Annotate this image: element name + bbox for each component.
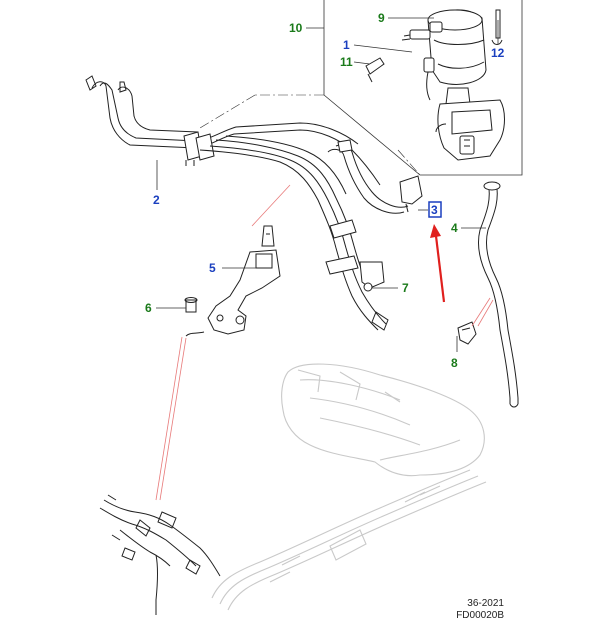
- vent-hose-item-4: [477, 181, 519, 408]
- red-leader-lines: [155, 184, 494, 501]
- footer-date: 36-2021: [467, 598, 504, 609]
- fuel-line-harness: [85, 75, 389, 331]
- fuel-hose-item-3: [327, 139, 423, 214]
- nut-item-7: [363, 282, 373, 292]
- inset-frame: [323, 0, 523, 176]
- callout-7: 7: [402, 281, 409, 295]
- red-arrow: [430, 224, 446, 303]
- fuel-tank-ghost: [281, 363, 485, 477]
- callout-9: 9: [378, 11, 385, 25]
- footer-code: FD00020B: [456, 610, 504, 621]
- callout-4: 4: [451, 221, 458, 235]
- fuel-filter-assembly: [365, 9, 505, 161]
- callout-3: 3: [431, 203, 438, 217]
- callout-2: 2: [153, 193, 160, 207]
- callout-8: 8: [451, 356, 458, 370]
- bracket-item-5: [185, 225, 281, 337]
- callout-11: 11: [340, 55, 353, 69]
- callout-1: 1: [343, 38, 350, 52]
- callout-10: 10: [289, 21, 303, 35]
- callout-6: 6: [145, 301, 152, 315]
- reference-lines: [199, 94, 421, 176]
- callout-12: 12: [491, 46, 505, 60]
- callout-3-highlight-box: [428, 201, 442, 218]
- clip-item-8: [457, 321, 477, 345]
- bolt-item-6: [184, 297, 198, 313]
- callout-5: 5: [209, 261, 216, 275]
- callout-leaders: [156, 17, 499, 352]
- callout-labels: 10 9 1 11 12 2 3 4 5 6 7 8: [145, 11, 505, 370]
- underbody-harness: [99, 494, 221, 615]
- underbody-lines-ghost: [211, 469, 487, 611]
